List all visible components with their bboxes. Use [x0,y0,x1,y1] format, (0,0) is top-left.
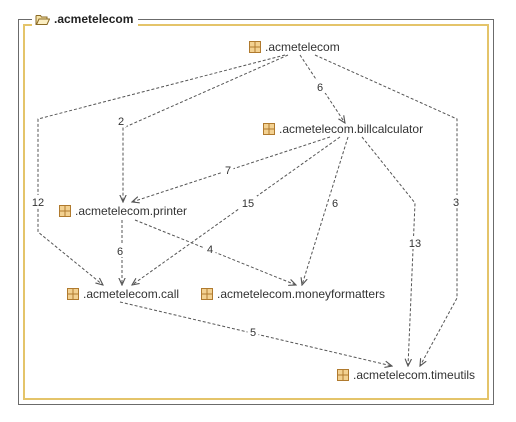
edges-layer: 6 2 12 3 7 15 6 13 6 4 5 [29,54,462,366]
edge-weight-label: 4 [207,244,213,256]
edge-weight-label: 3 [453,197,459,209]
edge-weight-label: 15 [242,198,254,210]
edge-line [119,301,392,366]
edge-call-to-timeutils[interactable]: 5 [119,301,392,366]
window-title: .acmetelecom [54,12,134,26]
package-icon [67,288,79,300]
edge-weight-label: 12 [32,197,44,209]
node-moneyformatters[interactable]: .acmetelecom.moneyformatters [201,287,386,301]
edge-line [314,54,458,366]
node-call[interactable]: .acmetelecom.call [67,287,180,301]
edge-label-bg [329,196,341,209]
edge-label-bg [406,236,424,249]
edge-root-to-timeutils[interactable]: 3 [314,54,462,366]
edge-weight-label: 6 [117,246,123,258]
node-label: .acmetelecom.timeutils [353,368,475,382]
edge-billcalculator-to-printer[interactable]: 7 [132,136,331,202]
edge-line [361,136,416,366]
edge-label-bg [115,114,127,127]
edge-billcalculator-to-timeutils[interactable]: 13 [361,136,424,366]
node-billcalculator[interactable]: .acmetelecom.billcalculator [263,122,424,136]
edge-label-bg [222,163,234,176]
edge-weight-label: 6 [332,198,338,210]
edge-line [302,136,349,285]
edge-label-bg [29,195,47,208]
edge-printer-to-call[interactable]: 6 [114,220,126,285]
node-label: .acmetelecom.call [83,287,179,301]
edge-root-to-billcalculator[interactable]: 6 [299,54,345,123]
package-folder-icon [35,14,50,25]
edge-line [37,54,286,285]
node-label: .acmetelecom.printer [75,204,187,218]
package-icon [337,369,349,381]
edge-label-bg [204,242,216,255]
edge-printer-to-moneyformatters[interactable]: 4 [134,219,296,285]
edge-label-bg [239,196,257,209]
package-icon [263,123,275,135]
window-title-tab[interactable]: .acmetelecom [32,11,139,27]
edge-label-bg [247,325,259,338]
edge-billcalculator-to-call[interactable]: 15 [132,136,341,285]
package-icon [249,41,261,53]
node-printer[interactable]: .acmetelecom.printer [59,204,188,218]
edge-weight-label: 13 [409,238,421,250]
edge-line [132,136,341,285]
edge-weight-label: 5 [250,327,256,339]
edge-line [123,54,289,202]
node-root[interactable]: .acmetelecom [249,40,340,54]
edge-label-bg [114,244,126,257]
node-label: .acmetelecom.billcalculator [279,122,423,136]
node-label: .acmetelecom [265,40,340,54]
edge-weight-label: 2 [118,116,124,128]
edge-root-to-call[interactable]: 12 [29,54,286,285]
edge-label-bg [450,195,462,208]
nodes-layer: .acmetelecom .acmetelecom.billcalculator.… [59,40,476,382]
node-timeutils[interactable]: .acmetelecom.timeutils [337,368,476,382]
package-icon [59,205,71,217]
package-icon [201,288,213,300]
edge-label-bg [314,80,326,93]
edge-weight-label: 6 [317,82,323,94]
edge-billcalculator-to-moneyformatters[interactable]: 6 [302,136,349,285]
node-label: .acmetelecom.moneyformatters [217,287,385,301]
edge-root-to-printer[interactable]: 2 [115,54,289,202]
edge-weight-label: 7 [225,165,231,177]
